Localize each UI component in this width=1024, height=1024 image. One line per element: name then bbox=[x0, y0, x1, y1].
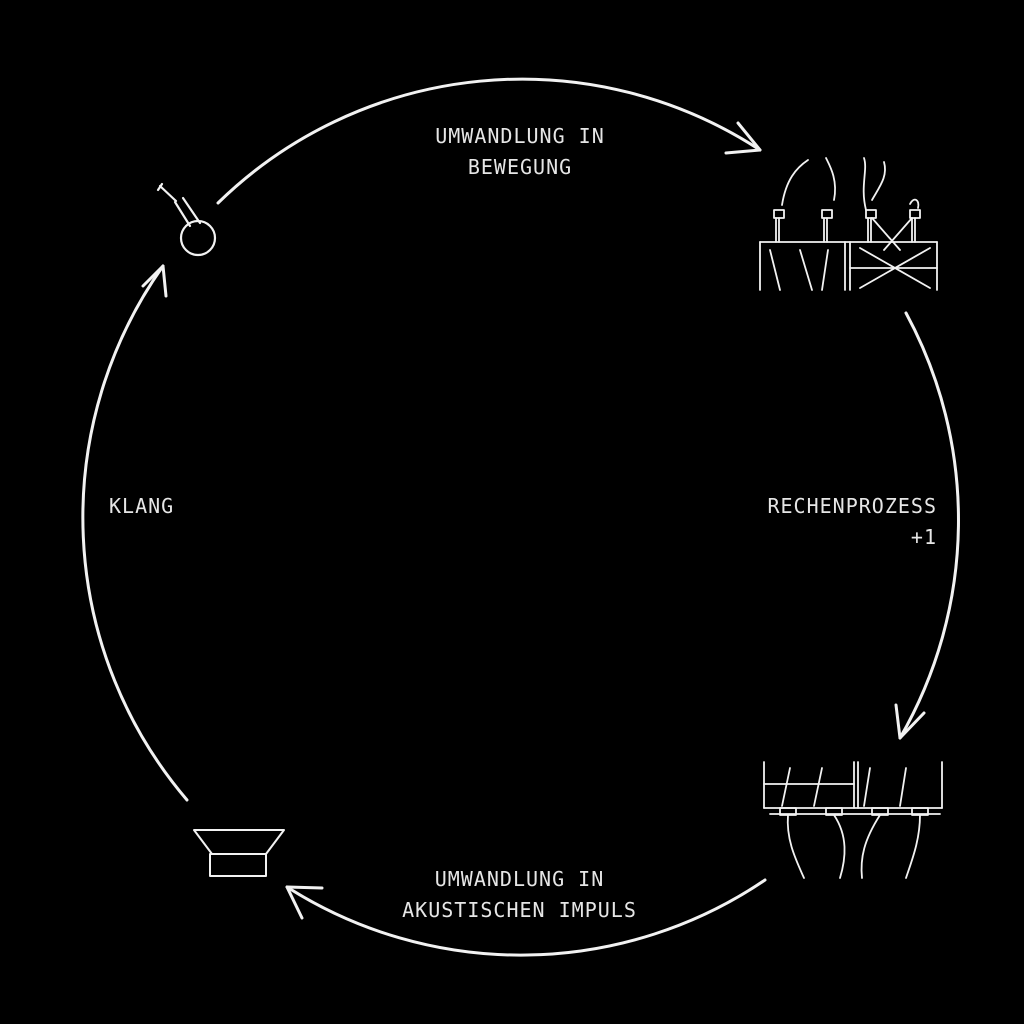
arrowhead-left bbox=[141, 264, 168, 298]
label-conversion-to-motion: UMWANDLUNG IN BEWEGUNG bbox=[420, 121, 620, 183]
speaker-icon bbox=[193, 829, 285, 877]
label-line: BEWEGUNG bbox=[467, 155, 573, 179]
label-sound: KLANG bbox=[109, 491, 174, 522]
label-line: UMWANDLUNG IN bbox=[435, 124, 605, 148]
arc-left-arrow bbox=[81, 264, 189, 802]
label-line: RECHENPROZESS bbox=[767, 494, 937, 518]
relay-input-mechanism-icon bbox=[759, 157, 938, 291]
microphone-icon bbox=[156, 182, 217, 257]
arc-bottom-arrow bbox=[285, 878, 767, 957]
label-conversion-to-acoustic-impulse: UMWANDLUNG IN AKUSTISCHEN IMPULS bbox=[392, 864, 647, 926]
relay-output-mechanism-icon bbox=[763, 761, 943, 879]
label-line: +1 bbox=[910, 525, 937, 549]
arrowhead-bottom bbox=[285, 885, 324, 920]
arrowhead-right bbox=[894, 703, 926, 740]
label-line: KLANG bbox=[109, 494, 175, 518]
label-line: UMWANDLUNG IN bbox=[434, 867, 605, 891]
label-line: AKUSTISCHEN IMPULS bbox=[402, 898, 637, 922]
arc-right-arrow bbox=[898, 311, 960, 740]
label-computation-process: RECHENPROZESS +1 bbox=[700, 491, 937, 553]
arrowhead-top bbox=[724, 121, 762, 155]
arc-top-arrow bbox=[216, 77, 762, 205]
